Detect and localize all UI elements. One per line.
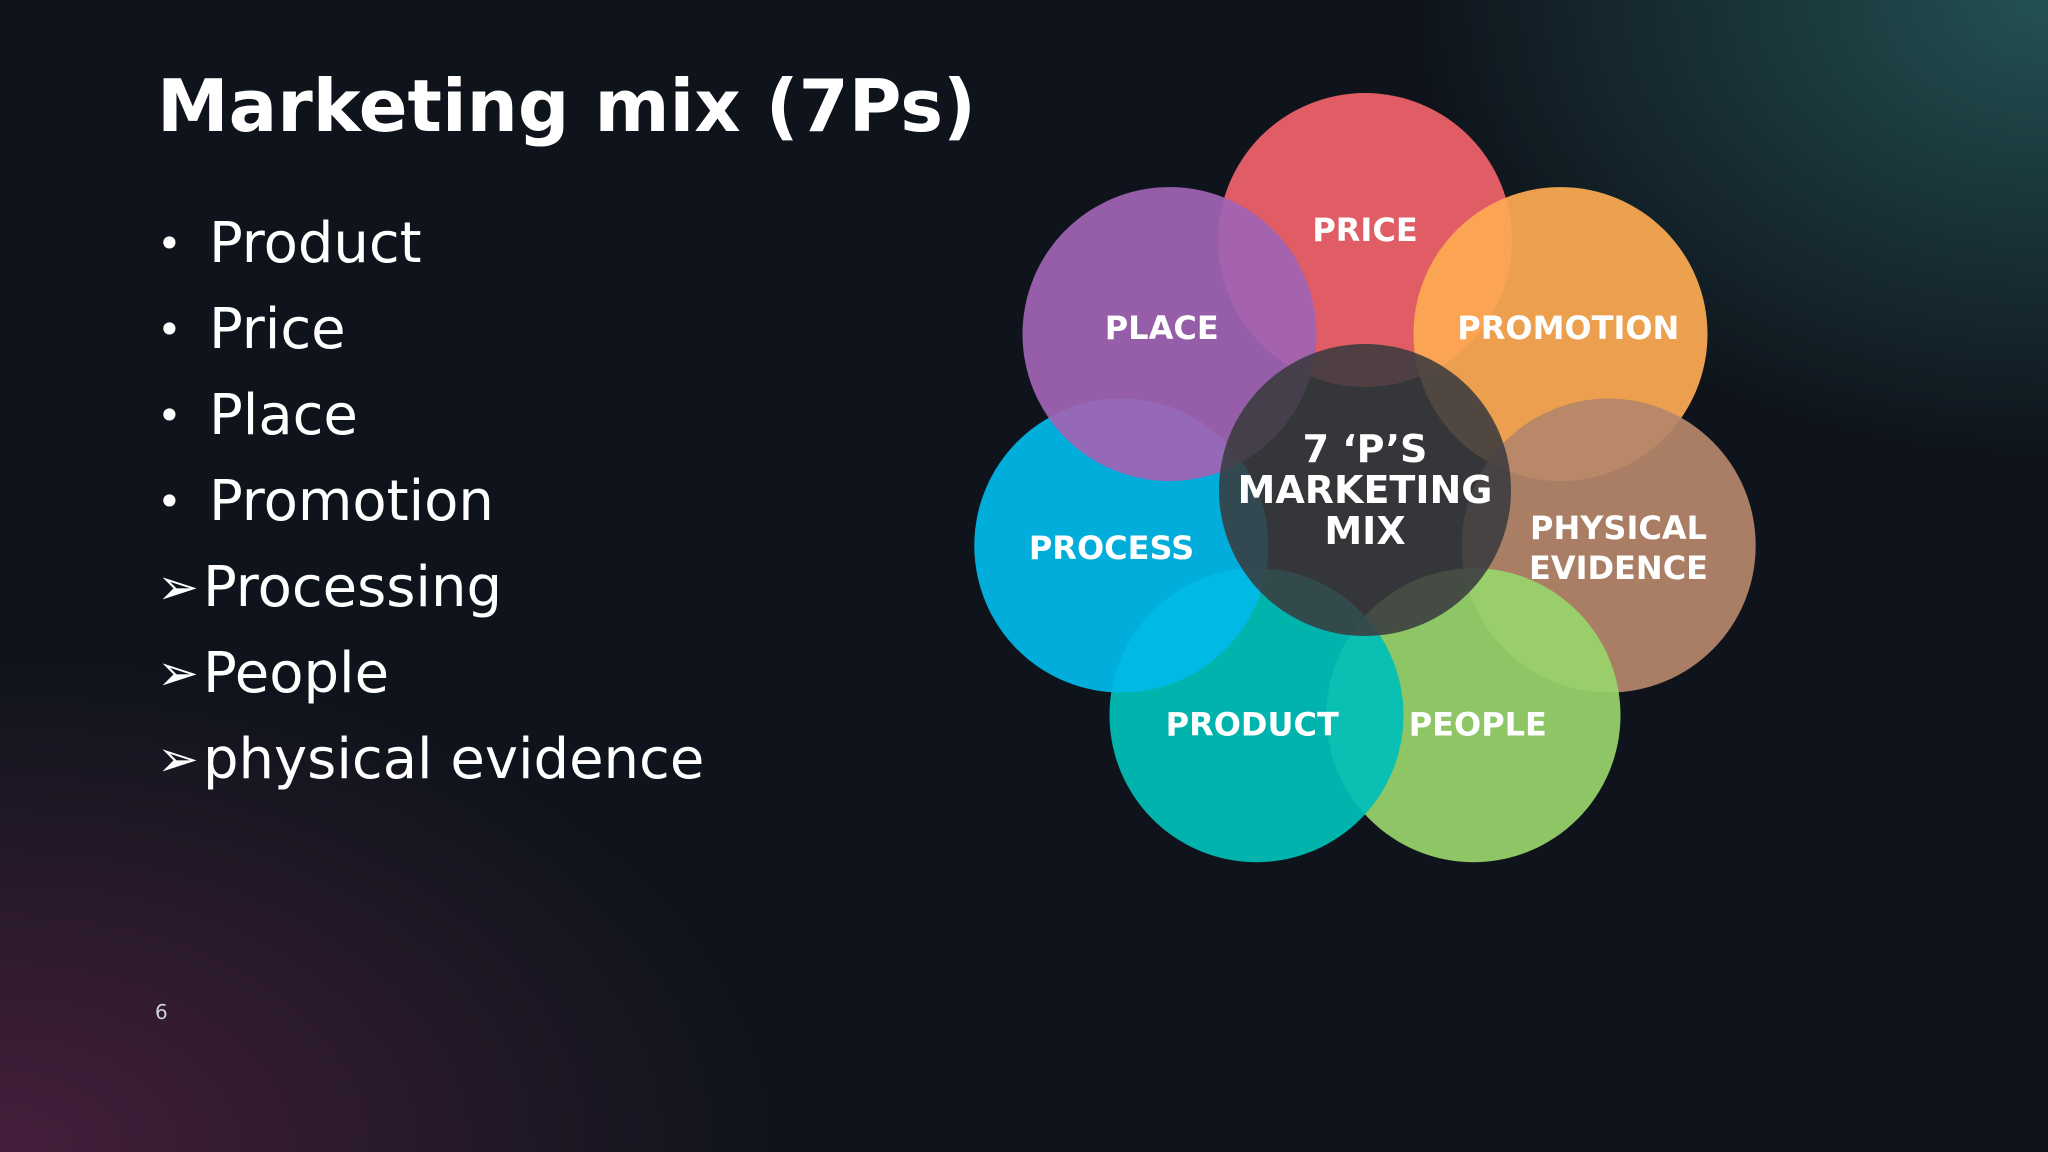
bullet-arrow-icon: ➢ bbox=[157, 558, 199, 616]
bullet-list: • Product • Price • Place • Promotion ➢ … bbox=[157, 200, 704, 802]
bullet-item-place: • Place bbox=[157, 372, 704, 458]
bullet-dot-icon: • bbox=[157, 476, 182, 526]
bullet-dot-icon: • bbox=[157, 390, 182, 440]
petal-label-price: PRICE bbox=[1312, 211, 1417, 249]
bullet-text: Processing bbox=[203, 554, 503, 620]
center-label-line: MIX bbox=[1324, 509, 1405, 553]
bullet-arrow-icon: ➢ bbox=[157, 644, 199, 702]
petal-label-process: PROCESS bbox=[1029, 529, 1194, 567]
bullet-dot-icon: • bbox=[157, 304, 182, 354]
slide-title: Marketing mix (7Ps) bbox=[157, 64, 976, 148]
bullet-item-physical-evidence: ➢ physical evidence bbox=[157, 716, 704, 802]
center-label-line: MARKETING bbox=[1238, 468, 1493, 512]
petal-label-line: PROMOTION bbox=[1457, 309, 1679, 347]
bullet-dot-icon: • bbox=[157, 218, 182, 268]
bullet-item-promotion: • Promotion bbox=[157, 458, 704, 544]
bullet-text: physical evidence bbox=[203, 726, 705, 792]
bullet-item-people: ➢ People bbox=[157, 630, 704, 716]
bullet-text: Product bbox=[209, 210, 422, 276]
bullet-arrow-icon: ➢ bbox=[157, 730, 199, 788]
bullet-item-processing: ➢ Processing bbox=[157, 544, 704, 630]
page-number: 6 bbox=[155, 1000, 168, 1024]
bullet-item-price: • Price bbox=[157, 286, 704, 372]
petal-label-line: PRODUCT bbox=[1166, 705, 1339, 743]
petal-label-line: PLACE bbox=[1105, 309, 1219, 347]
petal-label-line: PHYSICAL bbox=[1530, 509, 1707, 547]
petal-label-line: EVIDENCE bbox=[1529, 549, 1708, 587]
bullet-text: Promotion bbox=[209, 468, 494, 534]
center-circle bbox=[1219, 344, 1511, 636]
bullet-item-product: • Product bbox=[157, 200, 704, 286]
bullet-text: Price bbox=[209, 296, 346, 362]
bullet-text: People bbox=[203, 640, 390, 706]
petal-label-line: PROCESS bbox=[1029, 529, 1194, 567]
petal-label-line: PRICE bbox=[1312, 211, 1417, 249]
petal-circle-people bbox=[1326, 568, 1621, 863]
center-label-line: 7 ‘P’S bbox=[1303, 427, 1428, 471]
petal-label-promotion: PROMOTION bbox=[1457, 309, 1679, 347]
petal-label-place: PLACE bbox=[1105, 309, 1219, 347]
petal-group bbox=[974, 93, 1756, 863]
petal-label-line: PEOPLE bbox=[1409, 705, 1547, 743]
petal-label-product: PRODUCT bbox=[1166, 705, 1339, 743]
petal-label-people: PEOPLE bbox=[1409, 705, 1547, 743]
petal-circle-place bbox=[1022, 187, 1317, 482]
bullet-text: Place bbox=[209, 382, 358, 448]
